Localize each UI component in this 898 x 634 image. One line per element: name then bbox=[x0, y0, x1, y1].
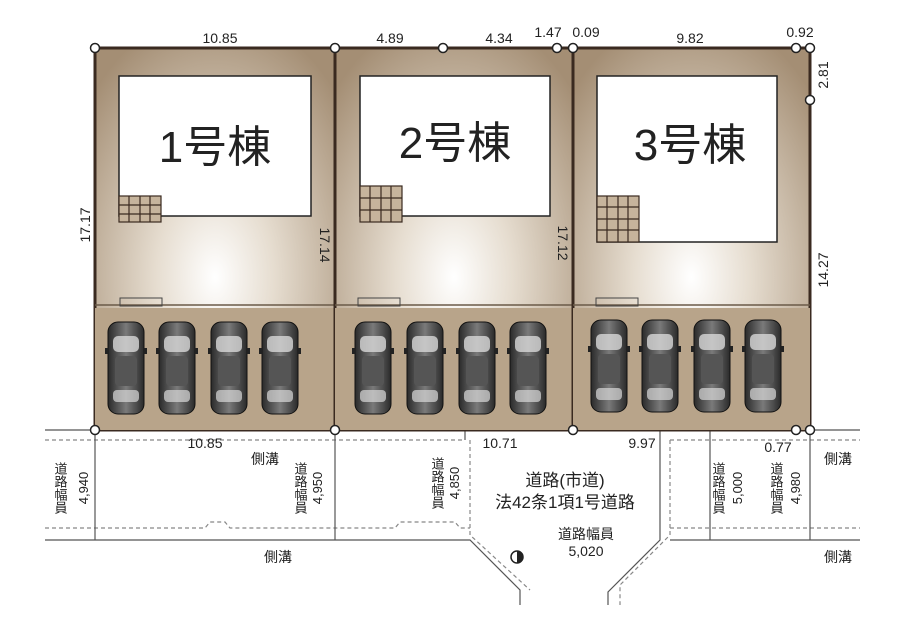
gutter-label: 側溝 bbox=[251, 451, 279, 467]
dim-right-upper: 2.81 bbox=[815, 61, 831, 88]
car-icon bbox=[207, 321, 251, 415]
dim-top-6: 9.82 bbox=[676, 30, 703, 46]
dim-top-2: 4.89 bbox=[376, 30, 403, 46]
road-width-title: 道路幅員 bbox=[711, 462, 726, 514]
car-icon bbox=[690, 319, 734, 413]
dim-side-3: 17.12 bbox=[555, 225, 571, 260]
dim-side-1: 17.17 bbox=[77, 207, 93, 242]
side-dimensions: 17.17 17.14 17.12 14.27 2.81 bbox=[77, 61, 831, 287]
road-class: 法42条1項1号道路 bbox=[495, 493, 635, 512]
dim-top-1: 10.85 bbox=[202, 30, 237, 46]
road-width-title: 道路幅員 bbox=[53, 462, 68, 514]
road-name: 道路(市道) bbox=[525, 471, 604, 490]
stair-grids bbox=[118, 185, 640, 243]
gutter-label: 側溝 bbox=[824, 549, 852, 565]
dim-top-3: 4.34 bbox=[485, 30, 512, 46]
grid-icon bbox=[118, 195, 162, 223]
car-icon bbox=[455, 321, 499, 415]
car-icon bbox=[587, 319, 631, 413]
dim-side-4: 14.27 bbox=[815, 252, 831, 287]
building-1 bbox=[118, 75, 312, 217]
dim-bottom-3: 9.97 bbox=[628, 435, 655, 451]
road-width-value: 4,850 bbox=[447, 467, 462, 500]
road-lines bbox=[45, 429, 860, 605]
road-width-value: 4,980 bbox=[788, 472, 803, 505]
road-width-title: 道路幅員 bbox=[293, 462, 308, 514]
road-width-title: 道路幅員 bbox=[430, 457, 445, 509]
dim-top-5: 0.09 bbox=[572, 24, 599, 40]
car-icon bbox=[638, 319, 682, 413]
dim-bottom-2: 10.71 bbox=[482, 435, 517, 451]
top-dimensions: 10.85 4.89 4.34 1.47 0.09 9.82 0.92 bbox=[202, 24, 813, 46]
boundary-points bbox=[89, 42, 816, 436]
car-icon bbox=[258, 321, 302, 415]
bottom-dimensions: 10.85 10.71 9.97 0.77 bbox=[187, 435, 791, 455]
gutter-label: 側溝 bbox=[824, 451, 852, 467]
lot-name-2: 2号棟 bbox=[399, 119, 511, 168]
road-width-labels: 道路幅員 4,940 道路幅員 4,950 道路幅員 4,850 道路幅員 5,… bbox=[53, 457, 804, 559]
grid-icon bbox=[359, 185, 403, 223]
dim-side-2: 17.14 bbox=[317, 227, 333, 262]
car-icon bbox=[351, 321, 395, 415]
car-icon bbox=[741, 319, 785, 413]
dim-bottom-1: 10.85 bbox=[187, 435, 222, 451]
gutter-labels: 側溝 側溝 側溝 側溝 bbox=[251, 451, 852, 565]
manhole-icon bbox=[510, 550, 524, 564]
car-icon bbox=[403, 321, 447, 415]
car-icon bbox=[155, 321, 199, 415]
dim-bottom-4: 0.77 bbox=[764, 439, 791, 455]
road-width-value: 4,950 bbox=[310, 472, 325, 505]
car-icon bbox=[104, 321, 148, 415]
lot-name-3: 3号棟 bbox=[634, 121, 746, 170]
car-icon bbox=[506, 321, 550, 415]
dim-top-7: 0.92 bbox=[786, 24, 813, 40]
gutter-label: 側溝 bbox=[264, 549, 292, 565]
road-width-title: 道路幅員 bbox=[558, 526, 614, 542]
road-width-title: 道路幅員 bbox=[769, 462, 784, 514]
grid-icon bbox=[596, 195, 640, 243]
lot-name-1: 1号棟 bbox=[159, 123, 271, 172]
road-width-value: 4,940 bbox=[76, 472, 91, 505]
dim-top-4: 1.47 bbox=[534, 24, 561, 40]
road-width-value: 5,020 bbox=[568, 543, 603, 559]
road-width-value: 5,000 bbox=[730, 472, 745, 505]
